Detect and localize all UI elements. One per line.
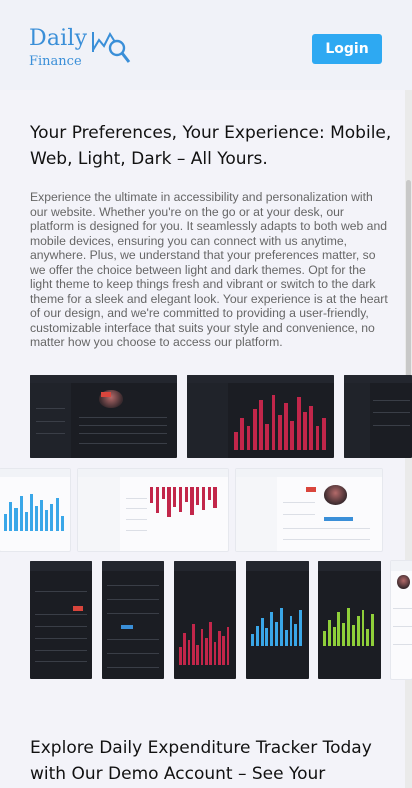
thumbnail-bar	[19, 495, 23, 531]
scrollbar-thumb[interactable]	[406, 180, 411, 442]
screenshot-mobile-income	[318, 561, 381, 679]
thumbnail-bar	[299, 609, 302, 646]
thumbnail-bar	[55, 497, 59, 531]
thumbnail-bar	[351, 624, 355, 646]
thumbnail-bar	[252, 409, 257, 450]
logo[interactable]: Daily Finance	[29, 26, 139, 72]
thumbnail-bar	[14, 507, 18, 531]
thumbnail-bar	[213, 487, 217, 509]
thumbnail-bar	[196, 487, 200, 506]
screenshot-mobile-investment	[246, 561, 309, 679]
screenshot-mobile-form	[102, 561, 164, 679]
logo-subtitle: Finance	[29, 54, 82, 69]
thumbnail-bar	[327, 620, 331, 646]
thumbnail-bar	[275, 621, 278, 646]
thumbnail-bar	[226, 626, 230, 665]
thumbnail-bar	[222, 635, 225, 665]
thumbnail-bar	[4, 514, 8, 531]
thumbnail-bar	[366, 628, 370, 646]
thumbnail-bar	[296, 397, 301, 450]
thumbnail-bar	[167, 487, 171, 517]
thumbnail-bar	[259, 400, 263, 450]
thumbnail-bar	[246, 426, 251, 450]
thumbnail-bar	[234, 432, 238, 450]
site-header: Daily Finance Login	[0, 0, 412, 90]
thumbnail-bar	[24, 512, 28, 531]
thumbnail-bar	[29, 493, 33, 531]
thumbnail-bar	[178, 487, 183, 512]
thumbnail-bar	[323, 631, 326, 646]
thumbnail-bar	[34, 505, 39, 531]
thumbnail-bar	[9, 501, 13, 531]
thumbnail-bar	[207, 487, 211, 501]
thumbnail-bar	[315, 426, 320, 450]
thumbnail-bar	[356, 616, 360, 646]
logo-word: Daily	[29, 26, 88, 51]
screenshot-dark-investment	[344, 375, 412, 458]
thumbnail-bar	[321, 417, 326, 450]
thumbnail-bar	[270, 611, 274, 646]
thumbnail-bar	[260, 617, 264, 646]
thumbnail-bar	[184, 487, 188, 502]
thumbnail-bar	[289, 615, 293, 646]
screenshot-mobile-menu	[30, 561, 92, 679]
thumbnail-bar	[271, 394, 276, 450]
thumbnail-bar	[201, 487, 206, 510]
thumbnail-bar	[190, 487, 194, 515]
screenshot-dark-expenditure	[187, 375, 334, 458]
screenshot-light-expenditure	[78, 469, 228, 551]
thumbnail-bar	[200, 628, 204, 665]
login-button[interactable]: Login	[312, 34, 382, 64]
thumbnail-bar	[240, 417, 245, 450]
thumbnail-bar	[218, 631, 221, 665]
thumbnail-bar	[209, 622, 212, 665]
thumbnail-bar	[347, 607, 350, 646]
thumbnail-bar	[213, 642, 217, 665]
thumbnail-bar	[155, 487, 160, 514]
chart-magnifier-icon	[92, 31, 131, 63]
thumbnail-bar	[173, 487, 177, 507]
thumbnail-bar	[277, 414, 282, 450]
thumbnail-bar	[255, 625, 259, 646]
thumbnail-bar	[60, 516, 64, 531]
thumbnail-bar	[191, 624, 195, 665]
thumbnail-bar	[361, 609, 365, 646]
thumbnail-bar	[279, 607, 283, 646]
screenshot-mobile-light	[391, 561, 412, 679]
intro-paragraph: Experience the ultimate in accessibility…	[30, 190, 388, 349]
thumbnail-bar	[40, 499, 44, 531]
thumbnail-bar	[251, 633, 254, 646]
thumbnail-bar	[150, 487, 154, 504]
screenshot-light-investment	[0, 469, 70, 551]
thumbnail-bar	[183, 633, 186, 665]
thumbnail-bar	[196, 644, 199, 665]
section-heading-preferences: Your Preferences, Your Experience: Mobil…	[30, 123, 392, 169]
screenshot-light-profile	[236, 469, 382, 551]
thumbnail-bar	[284, 629, 288, 646]
screenshot-dark-profile	[30, 375, 177, 458]
thumbnail-bar	[342, 622, 346, 646]
thumbnail-bar	[178, 646, 182, 665]
section-heading-demo: Explore Daily Expenditure Tracker Today …	[30, 738, 372, 784]
thumbnail-bar	[303, 411, 307, 450]
thumbnail-bar	[309, 406, 314, 450]
thumbnail-bar	[332, 626, 336, 646]
thumbnail-bar	[290, 420, 295, 450]
screenshot-mobile-expenditure	[174, 561, 236, 679]
thumbnail-bar	[337, 611, 341, 646]
thumbnail-bar	[45, 510, 49, 531]
thumbnail-bar	[284, 403, 288, 450]
thumbnail-bar	[265, 423, 270, 450]
thumbnail-bar	[371, 614, 374, 646]
thumbnail-bar	[50, 503, 54, 531]
thumbnail-bar	[204, 637, 208, 665]
thumbnail-bar	[265, 627, 269, 646]
thumbnail-bar	[161, 487, 165, 499]
thumbnail-bar	[187, 640, 191, 665]
thumbnail-bar	[294, 623, 298, 646]
